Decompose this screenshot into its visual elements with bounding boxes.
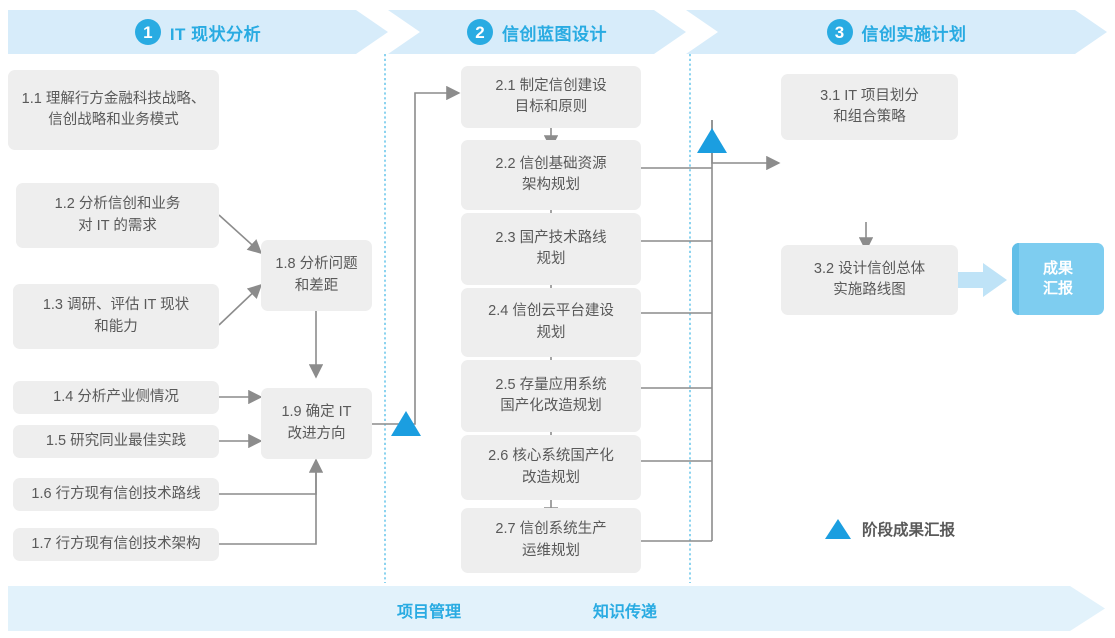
phase-number-3: 3 bbox=[826, 19, 853, 45]
footer-banner bbox=[8, 586, 1105, 631]
phase-banner-3: 3 信创实施计划 bbox=[686, 10, 1107, 54]
legend-label: 阶段成果汇报 bbox=[862, 522, 956, 539]
phase-number-1: 1 bbox=[134, 19, 161, 45]
footer-label-project-management: 项目管理 bbox=[397, 604, 462, 621]
task-box-1-4[interactable]: 1.4 分析产业侧情况 bbox=[13, 381, 219, 414]
task-box-2-6[interactable]: 2.6 核心系统国产化 改造规划 bbox=[461, 435, 641, 500]
task-box-1-1[interactable]: 1.1 理解行方金融科技战略、 信创战略和业务模式 bbox=[8, 70, 219, 150]
triangle-up-icon bbox=[825, 519, 851, 539]
task-box-2-4[interactable]: 2.4 信创云平台建设 规划 bbox=[461, 288, 641, 357]
result-arrow bbox=[953, 263, 1007, 297]
phase-banner-2: 2 信创蓝图设计 bbox=[388, 10, 686, 54]
task-box-1-7[interactable]: 1.7 行方现有信创技术架构 bbox=[13, 528, 219, 561]
task-box-1-9[interactable]: 1.9 确定 IT 改进方向 bbox=[261, 388, 372, 459]
connector-bus-to-3-1 bbox=[711, 120, 781, 171]
phase-label-2: 信创蓝图设计 bbox=[502, 24, 607, 44]
connector-1-3-to-1-8 bbox=[218, 283, 263, 326]
connector-1-7-to-1-9 bbox=[219, 460, 317, 545]
task-box-3-1[interactable]: 3.1 IT 项目划分 和组合策略 bbox=[781, 74, 958, 140]
task-box-2-7[interactable]: 2.7 信创系统生产 运维规划 bbox=[461, 508, 641, 573]
milestone-triangle-phase1 bbox=[391, 411, 421, 436]
task-box-1-8[interactable]: 1.8 分析问题 和差距 bbox=[261, 240, 372, 311]
phase-banner-1: 1 IT 现状分析 bbox=[8, 10, 388, 54]
task-box-2-3[interactable]: 2.3 国产技术路线 规划 bbox=[461, 213, 641, 285]
phase-label-3: 信创实施计划 bbox=[861, 24, 967, 44]
phase-number-2: 2 bbox=[467, 19, 493, 45]
task-box-2-5[interactable]: 2.5 存量应用系统 国产化改造规划 bbox=[461, 360, 641, 432]
milestone-triangle-phase2 bbox=[697, 128, 727, 153]
task-box-3-2[interactable]: 3.2 设计信创总体 实施路线图 bbox=[781, 245, 958, 315]
result-report-box[interactable]: 成果 汇报 bbox=[1012, 243, 1104, 315]
footer-label-knowledge-transfer: 知识传递 bbox=[593, 604, 658, 621]
connector-1-2-to-1-8 bbox=[218, 214, 263, 255]
connector-1-9-to-2-1 bbox=[372, 85, 461, 425]
task-box-2-1[interactable]: 2.1 制定信创建设 目标和原则 bbox=[461, 66, 641, 128]
task-box-1-3[interactable]: 1.3 调研、评估 IT 现状 和能力 bbox=[13, 284, 219, 349]
connector-1-6-to-1-9 bbox=[219, 458, 324, 495]
legend-milestone: 阶段成果汇报 bbox=[825, 518, 955, 540]
task-box-2-2[interactable]: 2.2 信创基础资源 架构规划 bbox=[461, 140, 641, 210]
task-box-1-5[interactable]: 1.5 研究同业最佳实践 bbox=[13, 425, 219, 458]
task-box-1-2[interactable]: 1.2 分析信创和业务 对 IT 的需求 bbox=[16, 183, 219, 248]
task-box-1-6[interactable]: 1.6 行方现有信创技术路线 bbox=[13, 478, 219, 511]
phase-label-1: IT 现状分析 bbox=[169, 24, 262, 44]
